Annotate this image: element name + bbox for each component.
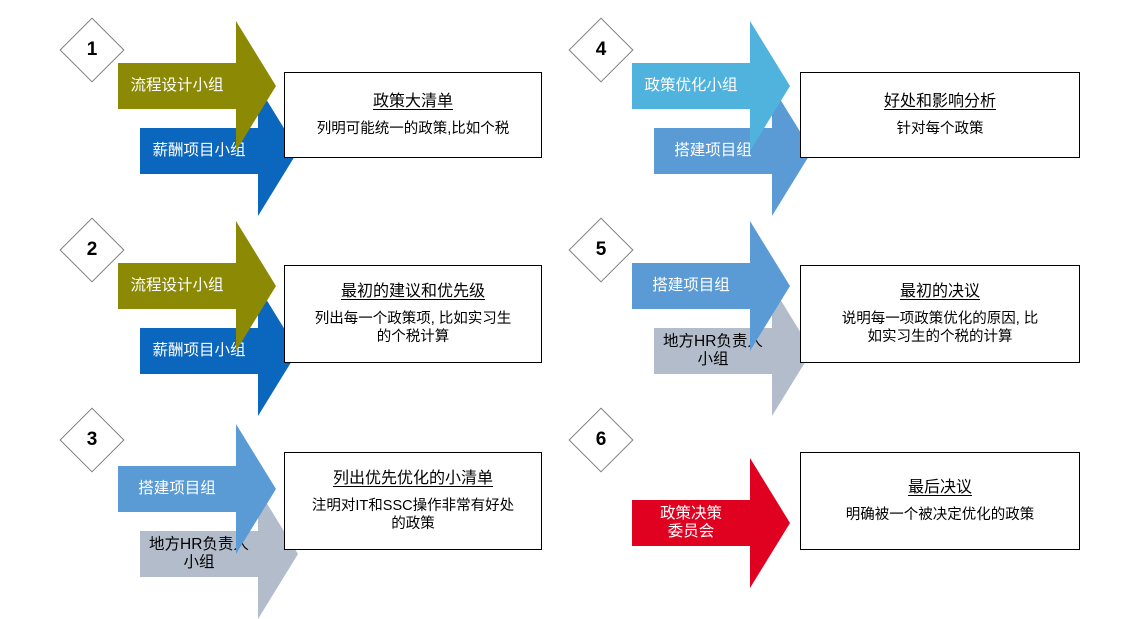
outcome-body-5: 说明每一项政策优化的原因, 比 如实习生的个税的计算 bbox=[841, 310, 1039, 345]
outcome-box-4: 好处和影响分析针对每个政策 bbox=[800, 72, 1080, 158]
step-number-6: 6 bbox=[595, 429, 607, 450]
arrow-shape bbox=[632, 221, 790, 351]
arrow-shape bbox=[632, 21, 790, 151]
step-number-1: 1 bbox=[86, 39, 98, 60]
outcome-title-1: 政策大清单 bbox=[372, 92, 453, 110]
outcome-box-2: 最初的建议和优先级列出每一个政策项, 比如实习生 的个税计算 bbox=[284, 265, 542, 363]
outcome-box-3: 列出优先优化的小清单注明对IT和SSC操作非常有好处 的政策 bbox=[284, 452, 542, 550]
arrow-shape bbox=[140, 86, 298, 216]
step-number-4: 4 bbox=[595, 39, 607, 60]
outcome-title-2: 最初的建议和优先级 bbox=[340, 282, 485, 300]
outcome-body-3: 注明对IT和SSC操作非常有好处 的政策 bbox=[311, 497, 515, 532]
outcome-box-5: 最初的决议说明每一项政策优化的原因, 比 如实习生的个税的计算 bbox=[800, 265, 1080, 363]
arrow-shape bbox=[140, 286, 298, 416]
arrow-shape bbox=[118, 21, 276, 151]
step-number-2: 2 bbox=[86, 239, 98, 260]
outcome-body-4: 针对每个政策 bbox=[896, 120, 984, 137]
arrow-1-1[interactable]: 流程设计小组 bbox=[118, 21, 276, 151]
outcome-body-6: 明确被一个被决定优化的政策 bbox=[845, 506, 1035, 523]
outcome-box-1: 政策大清单列明可能统一的政策,比如个税 bbox=[284, 72, 542, 158]
outcome-box-6: 最后决议明确被一个被决定优化的政策 bbox=[800, 452, 1080, 550]
step-number-3: 3 bbox=[86, 429, 98, 450]
outcome-title-4: 好处和影响分析 bbox=[883, 92, 996, 110]
arrow-4-1[interactable]: 政策优化小组 bbox=[632, 21, 790, 151]
outcome-body-1: 列明可能统一的政策,比如个税 bbox=[316, 120, 510, 137]
arrow-shape bbox=[654, 286, 812, 416]
arrow-6-1[interactable]: 政策决策 委员会 bbox=[632, 458, 790, 588]
arrow-shape bbox=[118, 221, 276, 351]
arrow-shape bbox=[654, 86, 812, 216]
arrow-5-1[interactable]: 搭建项目组 bbox=[632, 221, 790, 351]
step-number-5: 5 bbox=[595, 239, 607, 260]
outcome-title-6: 最后决议 bbox=[907, 478, 972, 496]
outcome-title-3: 列出优先优化的小清单 bbox=[332, 469, 493, 487]
outcome-title-5: 最初的决议 bbox=[899, 282, 980, 300]
arrow-shape bbox=[118, 424, 276, 554]
arrow-3-1[interactable]: 搭建项目组 bbox=[118, 424, 276, 554]
arrow-shape bbox=[140, 489, 298, 619]
arrow-2-1[interactable]: 流程设计小组 bbox=[118, 221, 276, 351]
arrow-shape bbox=[632, 458, 790, 588]
outcome-body-2: 列出每一个政策项, 比如实习生 的个税计算 bbox=[314, 310, 512, 345]
